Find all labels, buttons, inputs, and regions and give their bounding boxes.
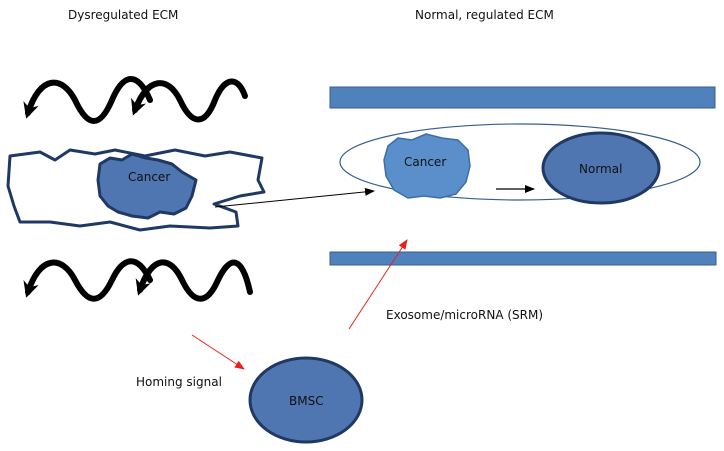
ecm-bar-bottom [329,251,717,266]
arrow-homing-signal [191,334,245,370]
exosome-label: Exosome/microRNA (SRM) [386,308,543,322]
cancer-cell-right [383,133,471,199]
arrow-left-cancer-to-right-cancer [214,187,375,208]
arrow-exosome-to-channel [348,239,408,330]
cancer-right-label: Cancer [404,155,446,169]
dysregulated-wave-bottom [23,258,253,302]
bmsc-cell [248,356,364,444]
normal-label: Normal [579,162,622,176]
dysregulated-ecm-title: Dysregulated ECM [68,8,178,22]
normal-cell [541,131,661,205]
normal-regulated-ecm-title: Normal, regulated ECM [415,8,554,22]
ecm-bar-top [329,86,716,109]
dysregulated-wave-top [23,76,248,124]
cancer-cell-left [96,152,198,220]
cancer-left-label: Cancer [128,170,170,184]
homing-signal-label: Homing signal [136,375,222,389]
bmsc-label: BMSC [289,394,324,408]
